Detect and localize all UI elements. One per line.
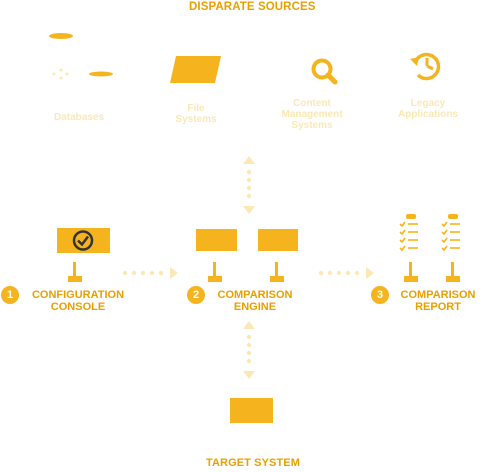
search-icon (310, 57, 340, 87)
source-label-legacy: Legacy Applications (397, 98, 458, 120)
step-1-label: CONFIGURATION CONSOLE (31, 289, 125, 313)
step-1-badge: 1 (1, 286, 19, 304)
target-system-label: TARGET SYSTEM (206, 457, 300, 469)
report-checklist-icon (398, 214, 424, 252)
step-2-label: COMPARISON ENGINE (217, 289, 293, 313)
report-stand-right (446, 262, 460, 282)
source-label-file-systems: File Systems (175, 103, 217, 125)
source-label-databases: Databases (53, 112, 105, 123)
report-stand-left (404, 262, 418, 282)
engine-block-left (196, 229, 237, 251)
engine-target-arrow (238, 321, 260, 381)
console-stand (68, 262, 82, 282)
report-checklist-icon (440, 214, 466, 252)
step-3-label: COMPARISON REPORT (400, 289, 476, 313)
engine-stand-right (270, 262, 284, 282)
history-clock-icon (409, 49, 445, 83)
step-2-badge: 2 (187, 286, 205, 304)
arrow-console-engine (120, 266, 180, 280)
folder-icon (170, 56, 222, 84)
console-monitor-icon (57, 228, 110, 253)
engine-block-right (258, 229, 298, 251)
sources-engine-arrow (238, 156, 260, 216)
step-3-badge: 3 (371, 286, 389, 304)
diagram-title: DISPARATE SOURCES (189, 1, 316, 13)
target-system-block (230, 398, 273, 423)
database-icon (40, 26, 130, 86)
engine-stand-left (208, 262, 222, 282)
source-label-content-management: Content Management Systems (281, 98, 343, 131)
arrow-engine-report (316, 266, 376, 280)
